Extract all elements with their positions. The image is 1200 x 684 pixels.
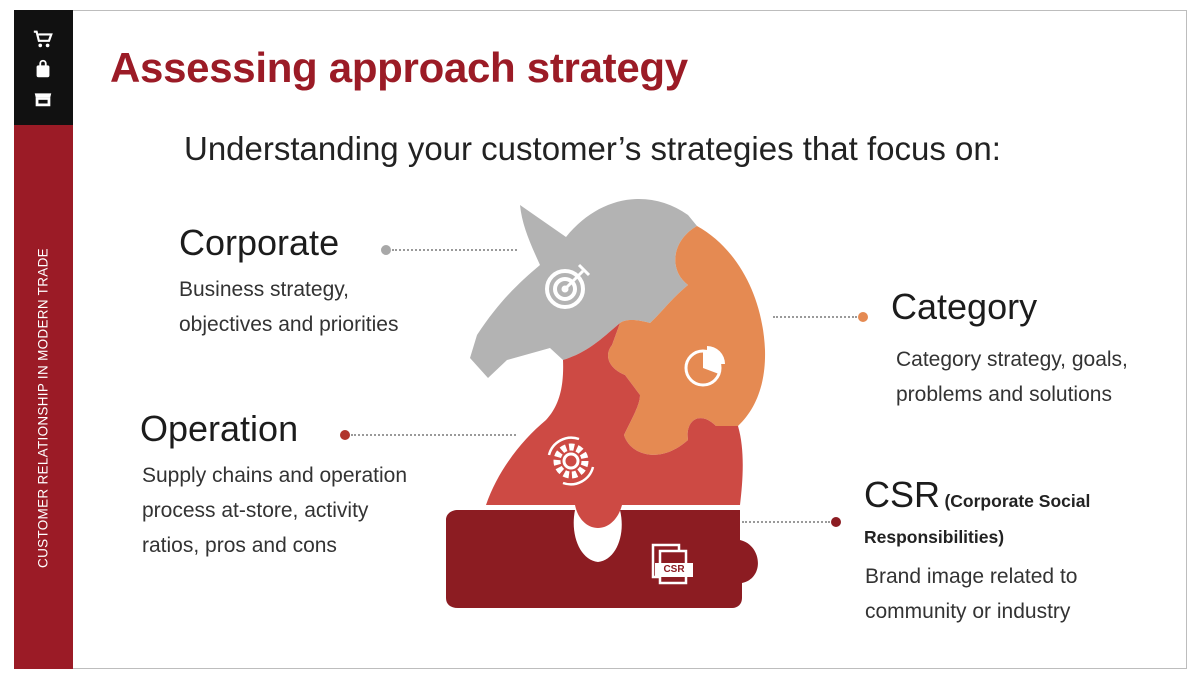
corporate-line: Business strategy, <box>179 278 350 301</box>
category-description: Category strategy, goals, problems and s… <box>896 342 1128 412</box>
operation-line: ratios, pros and cons <box>142 534 337 557</box>
page-subtitle: Understanding your customer’s strategies… <box>184 130 1001 167</box>
target-icon <box>545 263 591 309</box>
category-puzzle-piece <box>608 226 766 455</box>
category-line: problems and solutions <box>896 383 1112 406</box>
gear-cycle-icon <box>547 436 595 486</box>
sidebar: CUSTOMER RELATIONSHIP IN MODERN TRADE <box>14 10 73 669</box>
operation-puzzle-piece <box>486 323 743 528</box>
csr-line: community or industry <box>865 600 1071 623</box>
cart-icon <box>33 30 53 48</box>
corporate-line: objectives and priorities <box>179 313 399 336</box>
shopping-bag-icon <box>36 59 50 78</box>
csr-dot <box>831 517 841 527</box>
sidebar-label-panel: CUSTOMER RELATIONSHIP IN MODERN TRADE <box>14 125 73 669</box>
store-icon <box>34 93 52 107</box>
csr-heading-row: CSR (Corporate Social <box>864 474 1090 516</box>
corporate-dot <box>381 245 391 255</box>
csr-heading-note-1: (Corporate Social <box>944 491 1091 511</box>
corporate-connector <box>392 249 517 251</box>
csr-icon-label: CSR <box>663 564 685 575</box>
corporate-description: Business strategy, objectives and priori… <box>179 272 398 342</box>
sidebar-icon-panel <box>14 10 73 125</box>
csr-document-icon <box>651 543 693 585</box>
operation-heading: Operation <box>140 408 299 449</box>
pie-chart-icon <box>684 346 725 387</box>
csr-heading-note-2: Responsibilities) <box>864 527 1005 547</box>
category-dot <box>858 312 868 322</box>
operation-line: process at-store, activity <box>142 499 369 522</box>
operation-connector <box>351 434 516 436</box>
operation-line: Supply chains and operation <box>142 464 408 487</box>
csr-description: Brand image related to community or indu… <box>865 559 1077 629</box>
category-connector <box>773 316 857 318</box>
page-title: Assessing approach strategy <box>110 44 688 91</box>
operation-dot <box>340 430 350 440</box>
corporate-heading: Corporate <box>179 222 340 263</box>
category-heading: Category <box>891 286 1038 327</box>
category-line: Category strategy, goals, <box>896 348 1128 371</box>
csr-line: Brand image related to <box>865 565 1078 588</box>
operation-description: Supply chains and operation process at-s… <box>142 458 407 563</box>
csr-connector <box>742 521 830 523</box>
csr-heading: CSR <box>864 474 941 515</box>
